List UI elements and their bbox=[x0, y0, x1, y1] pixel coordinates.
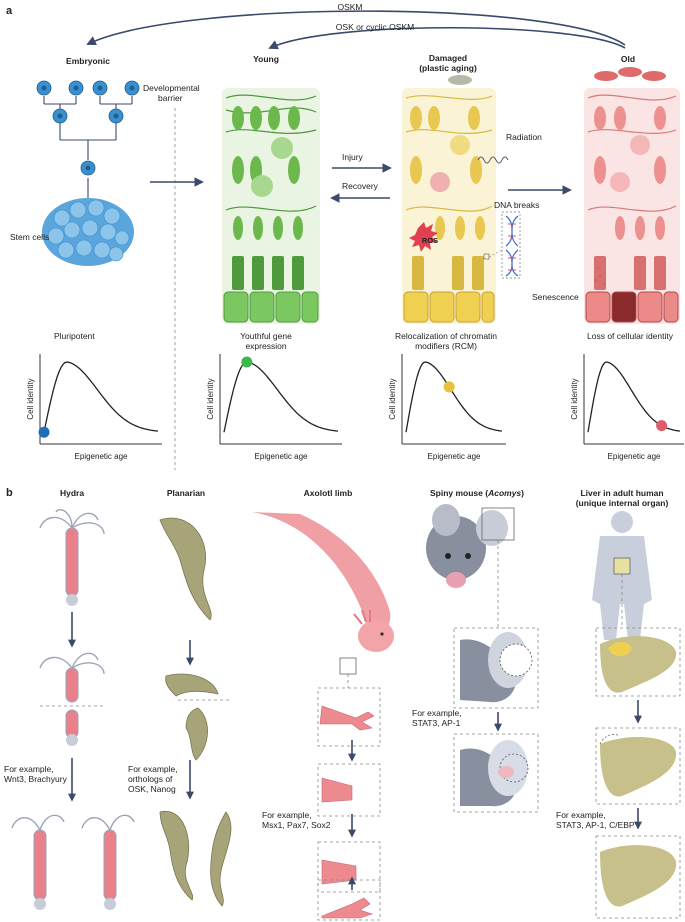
x-axis-label-0: Epigenetic age bbox=[75, 452, 128, 461]
panel-a-label: a bbox=[6, 5, 13, 17]
young-title: Young bbox=[253, 54, 279, 64]
spiny-mouse-illustration bbox=[426, 504, 539, 813]
ros-burst bbox=[409, 222, 438, 252]
loss-identity-label: Loss of cellular identity bbox=[587, 331, 674, 341]
osk-label: OSK or cyclic OSKM bbox=[336, 22, 414, 32]
dna-helix-icon bbox=[501, 211, 521, 279]
identity-curve-1 bbox=[223, 361, 339, 433]
axolotl-note: For example,Msx1, Pax7, Sox2 bbox=[262, 810, 331, 830]
panel-b-label: b bbox=[6, 487, 13, 499]
identity-curve-0 bbox=[43, 361, 159, 433]
x-axis-label-3: Epigenetic age bbox=[608, 452, 661, 461]
y-axis-label-0: Cell identity bbox=[26, 378, 35, 419]
damaged-title: Damaged(plastic aging) bbox=[419, 53, 477, 73]
senescence-label: Senescence bbox=[532, 292, 579, 302]
oskm-arrow bbox=[86, 10, 626, 46]
recovery-label: Recovery bbox=[342, 181, 379, 191]
y-axis-label-1: Cell identity bbox=[206, 378, 215, 419]
ros-label: ROS bbox=[422, 236, 438, 245]
liver-note: For example,STAT3, AP-1, C/EBP bbox=[556, 810, 635, 830]
liver-title: Liver in adult human(unique internal org… bbox=[576, 488, 669, 508]
planarian-title: Planarian bbox=[167, 488, 205, 498]
identity-curve-3 bbox=[587, 361, 681, 433]
y-axis-label-2: Cell identity bbox=[388, 378, 397, 419]
hydra-note: For example,Wnt3, Brachyury bbox=[4, 764, 68, 784]
axolotl-title: Axolotl limb bbox=[304, 488, 353, 498]
damaged-tissue: ROS bbox=[402, 75, 496, 324]
dna-breaks-label: DNA breaks bbox=[494, 200, 539, 210]
hydra-title: Hydra bbox=[60, 488, 84, 498]
identity-marker-3 bbox=[656, 420, 668, 432]
young-tissue bbox=[222, 88, 320, 324]
identity-curve-2 bbox=[405, 361, 503, 433]
spiny-mouse-note: For example,STAT3, AP-1 bbox=[412, 708, 462, 728]
x-axis-label-1: Epigenetic age bbox=[255, 452, 308, 461]
planarian-illustration bbox=[159, 517, 232, 907]
osk-arrow bbox=[268, 26, 626, 50]
identity-marker-0 bbox=[38, 426, 50, 438]
old-tissue bbox=[584, 67, 680, 324]
radiation-wave bbox=[477, 156, 509, 164]
x-axis-label-2: Epigenetic age bbox=[428, 452, 481, 461]
old-title: Old bbox=[621, 54, 635, 64]
axolotl-illustration bbox=[252, 512, 394, 921]
stem-cell-lineage bbox=[36, 80, 140, 266]
hydra-illustration bbox=[11, 509, 135, 910]
y-axis-label-3: Cell identity bbox=[570, 378, 579, 419]
injury-label: Injury bbox=[342, 152, 364, 162]
identity-marker-1 bbox=[241, 356, 253, 368]
oskm-label: OSKM bbox=[337, 2, 362, 12]
stem-cells-label: Stem cells bbox=[10, 232, 49, 242]
identity-marker-2 bbox=[443, 381, 455, 393]
liver-illustration bbox=[592, 511, 681, 919]
pluripotent-label: Pluripotent bbox=[54, 331, 95, 341]
embryonic-title: Embryonic bbox=[66, 56, 110, 66]
radiation-label: Radiation bbox=[506, 132, 542, 142]
spiny-mouse-title: Spiny mouse (Acomys) bbox=[430, 488, 524, 498]
